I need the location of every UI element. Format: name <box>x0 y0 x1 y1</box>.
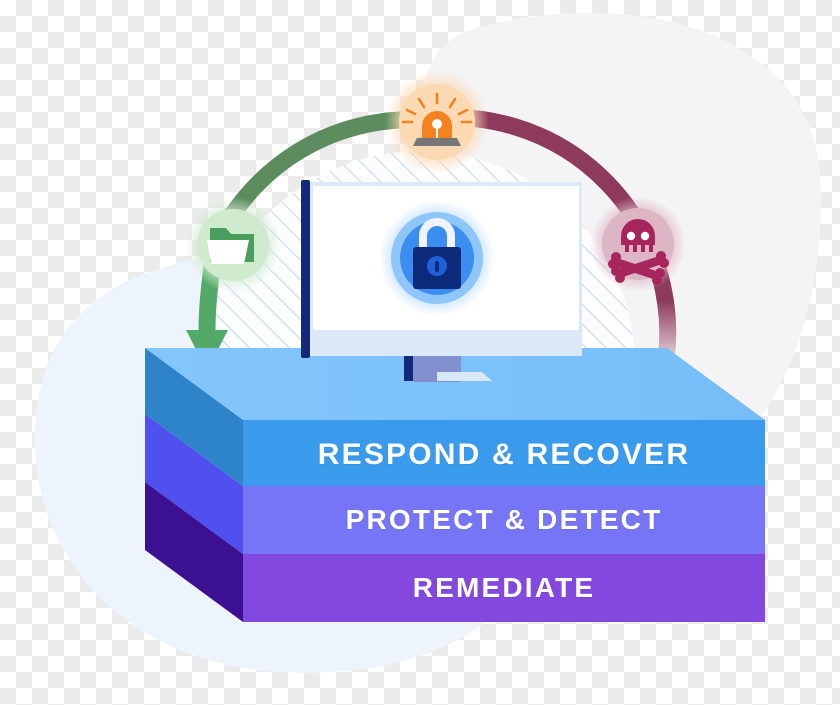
protect-side-face <box>145 414 243 554</box>
stack-layer-protect-detect <box>145 414 765 554</box>
siren-base <box>413 138 461 146</box>
skull-crossbones-icon[interactable] <box>590 196 686 292</box>
alert-siren-icon[interactable] <box>385 70 489 174</box>
folder-front <box>207 240 249 264</box>
backup-folder-icon[interactable] <box>185 197 281 293</box>
layer-label-remediate: REMEDIATE <box>412 572 596 603</box>
padlock-icon <box>379 200 495 316</box>
monitor-left-edge-bar <box>301 180 310 358</box>
three-tier-security-stack <box>145 348 765 622</box>
stack-layer-respond-recover <box>145 348 765 486</box>
layer-label-respond-recover: RESPOND & RECOVER <box>317 438 691 471</box>
crossbone-b <box>614 258 659 280</box>
skull-head <box>621 219 655 252</box>
padlock-keyhole-slot <box>435 261 439 272</box>
skull-eye-right <box>640 231 650 241</box>
computer-monitor <box>301 180 582 382</box>
respond-side-face <box>145 348 243 486</box>
remediate-side-face <box>145 482 243 622</box>
stack-layer-remediate <box>145 482 765 622</box>
padlock-shackle <box>419 218 455 249</box>
siren-rays <box>401 92 473 124</box>
layer-label-protect-detect: PROTECT & DETECT <box>345 504 663 535</box>
stack-top-surface <box>145 348 765 420</box>
skull-crossbones-glyph <box>608 219 669 285</box>
skull-eye-left <box>626 231 636 241</box>
respond-front-face <box>243 420 765 486</box>
remediate-front-face <box>243 554 765 622</box>
monitor-stand-base <box>437 372 492 381</box>
protect-front-face <box>243 486 765 554</box>
